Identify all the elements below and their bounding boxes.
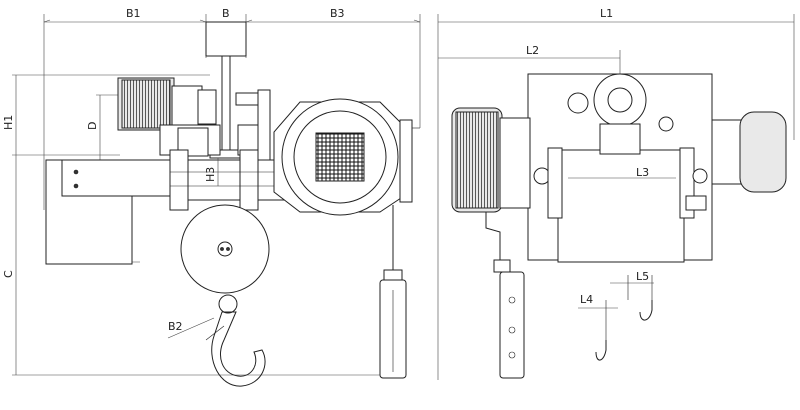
label-B1: B1: [126, 7, 141, 20]
hook: [205, 294, 266, 387]
rope-drum: [547, 147, 695, 263]
label-B3: B3: [330, 7, 345, 20]
label-L4: L4: [580, 293, 593, 306]
wheel-block: [239, 149, 259, 211]
bolt: [73, 183, 79, 189]
label-B2: B2: [168, 320, 183, 333]
bolt: [73, 169, 79, 175]
control-pendant: [379, 205, 407, 379]
label-H3: H3: [204, 167, 217, 182]
hook-left: [595, 340, 607, 361]
label-H1: H1: [2, 115, 15, 130]
label-C: C: [2, 270, 15, 278]
wheel-block: [169, 149, 189, 211]
gearbox-cover: [567, 73, 674, 155]
label-B: B: [222, 7, 230, 20]
front-view: B1 B B3 H1 D H2 C: [2, 7, 421, 387]
control-pendant-side: [485, 212, 525, 379]
label-L1: L1: [600, 7, 613, 20]
hoist-gearbox: [273, 98, 420, 216]
hoist-motor: [451, 107, 551, 213]
label-L5: L5: [636, 270, 649, 283]
side-top-dimensions: [437, 14, 795, 380]
travel-motor-side: [685, 111, 787, 211]
hook-dimensions: [578, 275, 654, 340]
pulley-bolt: [226, 247, 230, 251]
label-D: D: [86, 122, 99, 130]
label-L3: L3: [636, 166, 649, 179]
side-view: L1 L2 L3: [437, 7, 795, 380]
label-L2: L2: [526, 44, 539, 57]
travel-motor: [117, 77, 271, 161]
trolley-side-bar: [169, 159, 287, 201]
trolley-frame: [61, 159, 183, 197]
pulley-hub: [217, 241, 233, 257]
dim-B2: [167, 317, 215, 339]
hook-right: [639, 300, 653, 321]
pulley-bolt: [220, 247, 224, 251]
